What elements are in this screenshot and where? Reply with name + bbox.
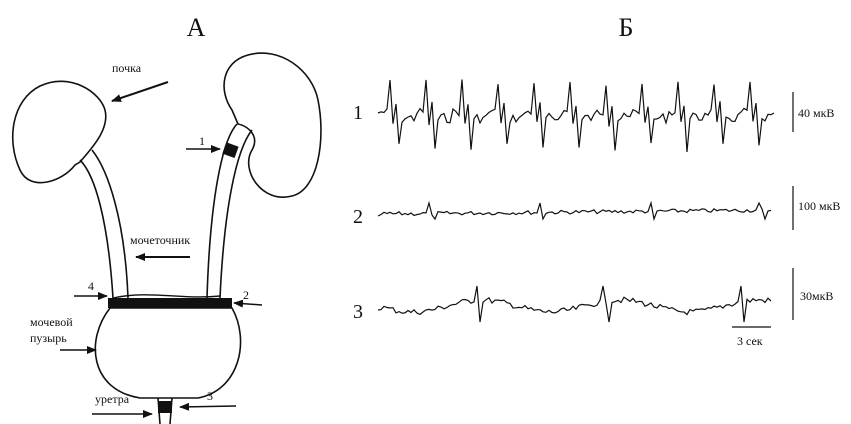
label-ureter: мочеточник [130, 233, 190, 247]
bladder-neck-band [108, 298, 232, 308]
label-bladder-1: мочевой [30, 315, 73, 329]
site-number-3: 3 [207, 389, 213, 403]
trace-number-2: 2 [353, 206, 363, 228]
panel-b-title: Б [619, 13, 634, 42]
trace-number-3: 3 [353, 301, 363, 323]
panel-a-title: А [187, 13, 206, 42]
site-number-1: 1 [199, 134, 205, 148]
electrode-1 [222, 142, 238, 158]
electrode-3 [158, 401, 172, 413]
arrow-kidney [112, 82, 168, 101]
label-urethra: уретра [95, 392, 130, 406]
site-number-2: 2 [243, 288, 249, 302]
trace-1 [378, 80, 774, 153]
trace-3 [378, 286, 771, 322]
arrow-site-3 [180, 406, 236, 407]
scale-label-3: 30мкВ [800, 289, 833, 303]
label-kidney: почка [112, 61, 142, 75]
scale-label-1: 40 мкВ [798, 106, 834, 120]
time-scale-label: 3 сек [737, 334, 763, 348]
label-bladder-2: пузырь [30, 331, 67, 345]
left-kidney [13, 81, 106, 182]
trace-number-1: 1 [353, 102, 363, 124]
site-number-4: 4 [88, 279, 94, 293]
trace-2 [378, 203, 771, 219]
bladder [95, 308, 240, 398]
arrow-site-2 [234, 303, 262, 305]
right-kidney [224, 53, 321, 197]
scale-label-2: 100 мкВ [798, 199, 840, 213]
